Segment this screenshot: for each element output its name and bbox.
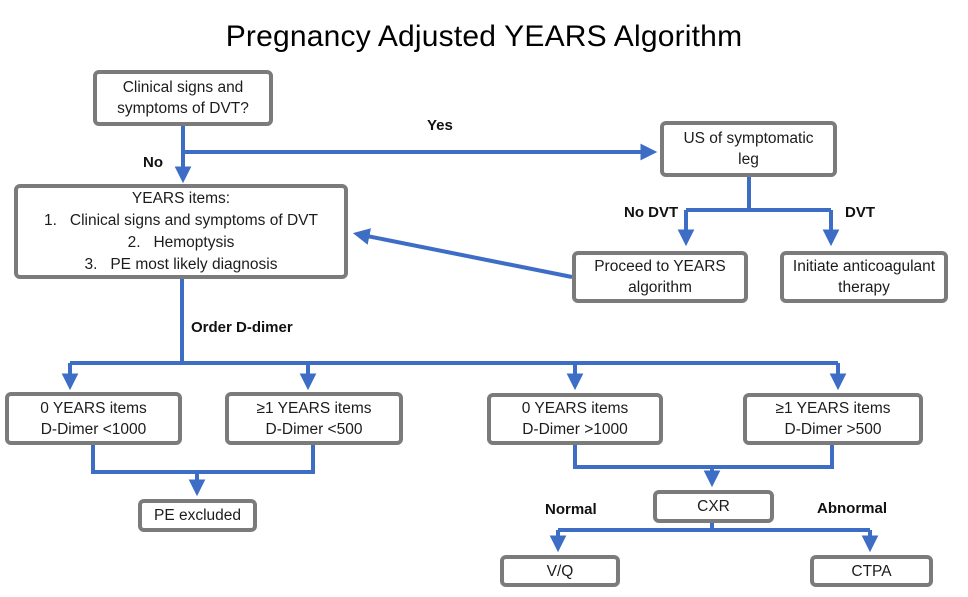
connector-merge-pe [91, 445, 315, 474]
node-heading: YEARS items: [131, 189, 231, 207]
edge-label-normal: Normal [545, 501, 597, 518]
node-proceed-years-algorithm: Proceed to YEARS algorithm [572, 251, 748, 303]
edge-label-no: No [143, 154, 163, 171]
node-us-symptomatic-leg: US of symptomatic leg [660, 121, 837, 177]
edge-label-abnormal: Abnormal [817, 500, 888, 517]
connector-merge-cxr [573, 445, 834, 469]
node-text: Proceed to YEARS [594, 258, 726, 275]
node-text: D-Dimer <1000 [40, 420, 147, 438]
node-text: Clinical signs and [122, 79, 244, 96]
edge-label-dvt: DVT [845, 204, 875, 221]
node-text: Initiate anticoagulant [792, 258, 936, 275]
node-text: D-Dimer <500 [265, 420, 363, 438]
node-text: CXR [697, 498, 730, 515]
edge-label-order-d-dimer: Order D-dimer [191, 319, 293, 336]
node-0-years-ddimer-lt1000: 0 YEARS items D-Dimer <1000 [5, 392, 182, 445]
node-list-item: 3. PE most likely diagnosis [84, 255, 278, 273]
connector-years-down [70, 278, 838, 365]
edge-label-no-dvt: No DVT [624, 204, 679, 221]
node-years-items: YEARS items: 1. Clinical signs and sympt… [14, 184, 348, 279]
edge-label-yes: Yes [427, 117, 453, 134]
node-text: 0 YEARS items [40, 399, 147, 417]
node-ge1-years-ddimer-gt500: ≥1 YEARS items D-Dimer >500 [743, 393, 923, 445]
node-text: V/Q [546, 562, 574, 580]
node-list-item: 2. Hemoptysis [127, 233, 235, 251]
node-text: ≥1 YEARS items [256, 399, 372, 417]
connector-proceed-back [352, 228, 573, 279]
node-text: algorithm [628, 279, 692, 296]
node-text: leg [738, 151, 759, 168]
node-text: CTPA [851, 562, 892, 580]
node-vq: V/Q [500, 555, 620, 587]
node-text: therapy [838, 279, 890, 296]
node-initiate-anticoagulant-therapy: Initiate anticoagulant therapy [780, 251, 948, 303]
node-list-item: 1. Clinical signs and symptoms of DVT [44, 211, 318, 229]
node-cxr: CXR [653, 490, 774, 523]
node-ge1-years-ddimer-lt500: ≥1 YEARS items D-Dimer <500 [225, 392, 403, 445]
node-clinical-signs-dvt: Clinical signs and symptoms of DVT? [93, 70, 273, 126]
diagram-title: Pregnancy Adjusted YEARS Algorithm [225, 20, 743, 53]
node-text: D-Dimer >500 [784, 421, 882, 438]
connector-us-split [686, 177, 831, 212]
node-text: D-Dimer >1000 [522, 421, 628, 438]
node-pe-excluded: PE excluded [138, 499, 257, 532]
node-text: symptoms of DVT? [117, 100, 249, 117]
node-text: ≥1 YEARS items [775, 400, 891, 417]
node-text: PE excluded [153, 507, 242, 524]
node-text: 0 YEARS items [521, 400, 629, 417]
node-ctpa: CTPA [810, 555, 933, 587]
node-0-years-ddimer-gt1000: 0 YEARS items D-Dimer >1000 [487, 393, 663, 445]
node-text: US of symptomatic [683, 130, 814, 147]
connector-cxr-split [558, 523, 870, 532]
